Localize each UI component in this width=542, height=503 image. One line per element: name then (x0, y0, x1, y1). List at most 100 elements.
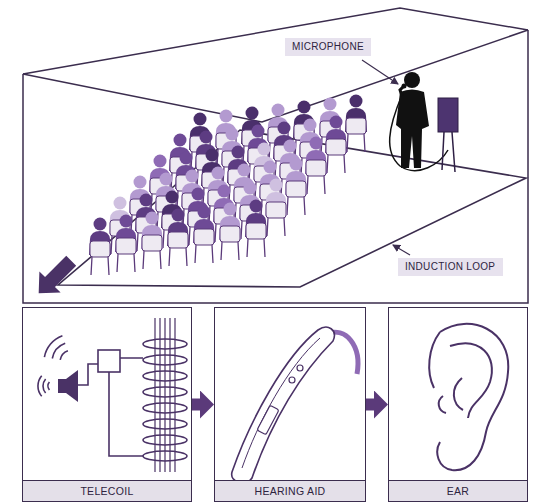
person-head (212, 167, 225, 180)
chair-back (286, 181, 306, 197)
person-head (298, 101, 311, 114)
person-head (218, 185, 231, 198)
chair-back (116, 238, 136, 254)
leader-line (362, 60, 398, 84)
audience-member (219, 203, 241, 261)
chair-back (194, 229, 214, 245)
speaker-body (396, 90, 429, 169)
chair-back (142, 235, 162, 251)
wave-arc (44, 336, 62, 357)
callout-label: MICROPHONE (285, 38, 371, 56)
panel-title: HEARING AID (255, 485, 326, 497)
panel-title: EAR (447, 485, 470, 497)
chair-back (246, 223, 266, 239)
chair-leg (347, 134, 365, 152)
wave-arc (43, 379, 46, 393)
microphone-symbol (402, 84, 407, 89)
room-frame (23, 8, 528, 303)
audience-member (141, 212, 163, 270)
chair-leg (247, 239, 265, 257)
battery-door (257, 405, 279, 434)
wave-arc (52, 343, 65, 358)
person-head (192, 188, 205, 201)
coil-loop (143, 403, 187, 413)
hearing-aid-body (232, 327, 335, 483)
audience-member (305, 137, 327, 195)
chair-back (346, 118, 366, 134)
coil-loop (143, 419, 187, 429)
audience-member (115, 215, 137, 273)
panel-title: TELECOIL (80, 485, 133, 497)
wire (78, 358, 143, 456)
chair-back (266, 202, 286, 218)
coil-loop (143, 339, 187, 349)
person-head (134, 176, 147, 189)
wave-arc (38, 376, 42, 397)
person-head (284, 140, 297, 153)
person-head (226, 128, 239, 141)
chair-leg (221, 242, 239, 260)
chair-leg (287, 197, 305, 215)
coil-loop (143, 435, 187, 445)
antihelix (450, 343, 492, 418)
person-head (198, 206, 211, 219)
audience-member (345, 95, 367, 153)
tragus (439, 396, 446, 413)
chair-back (326, 139, 346, 155)
person-head (232, 146, 245, 159)
speaker-figure (390, 72, 458, 172)
chair-back (220, 226, 240, 242)
speaker-symbol (58, 379, 66, 393)
coil-loop (143, 355, 187, 365)
chair-leg (267, 218, 285, 236)
room-ceiling-line (23, 8, 528, 74)
audience-member (245, 200, 267, 258)
ear-outline (429, 332, 440, 388)
person-head (250, 200, 263, 213)
audience-member (265, 179, 287, 237)
leader-line (393, 245, 410, 255)
person-head (114, 197, 127, 210)
person-head (154, 155, 167, 168)
chair-back (168, 232, 188, 248)
amplifier-stand (442, 132, 455, 172)
chair-leg (117, 254, 135, 272)
callout-label: INDUCTION LOOP (398, 258, 503, 276)
chair-leg (195, 245, 213, 263)
person-head (244, 182, 257, 195)
ear-illustration (429, 324, 508, 470)
callout-text: MICROPHONE (292, 41, 364, 53)
panel-band: EAR (389, 480, 527, 501)
panel-band: HEARING AID (215, 480, 365, 501)
person-head (350, 95, 363, 108)
wave-arc (60, 351, 68, 360)
amplifier-box (98, 350, 120, 372)
audience-member (285, 158, 307, 216)
person-head (220, 110, 233, 123)
coil-loop (143, 387, 187, 397)
callout-text: INDUCTION LOOP (405, 261, 496, 273)
person-head (172, 209, 185, 222)
stage-panel: EAR (388, 307, 528, 502)
telecoil-illustration (38, 318, 187, 472)
person-head (186, 170, 199, 183)
loop-amplifier (438, 98, 458, 132)
chair-leg (327, 155, 345, 173)
audience (89, 95, 367, 276)
person-head (258, 143, 271, 156)
chair-leg (169, 248, 187, 266)
hearing-aid-illustration (232, 327, 358, 483)
person-head (272, 104, 285, 117)
flow-arrow (192, 399, 204, 411)
room-wall-line (23, 30, 528, 303)
person-head (146, 212, 159, 225)
person-head (310, 137, 323, 150)
person-head (174, 134, 187, 147)
coil-core (155, 318, 175, 472)
flow-arrow (366, 399, 378, 411)
hearing-aid-seam (242, 338, 320, 468)
ear-outline (437, 324, 508, 470)
coil-loop (143, 451, 187, 461)
person-head (194, 113, 207, 126)
